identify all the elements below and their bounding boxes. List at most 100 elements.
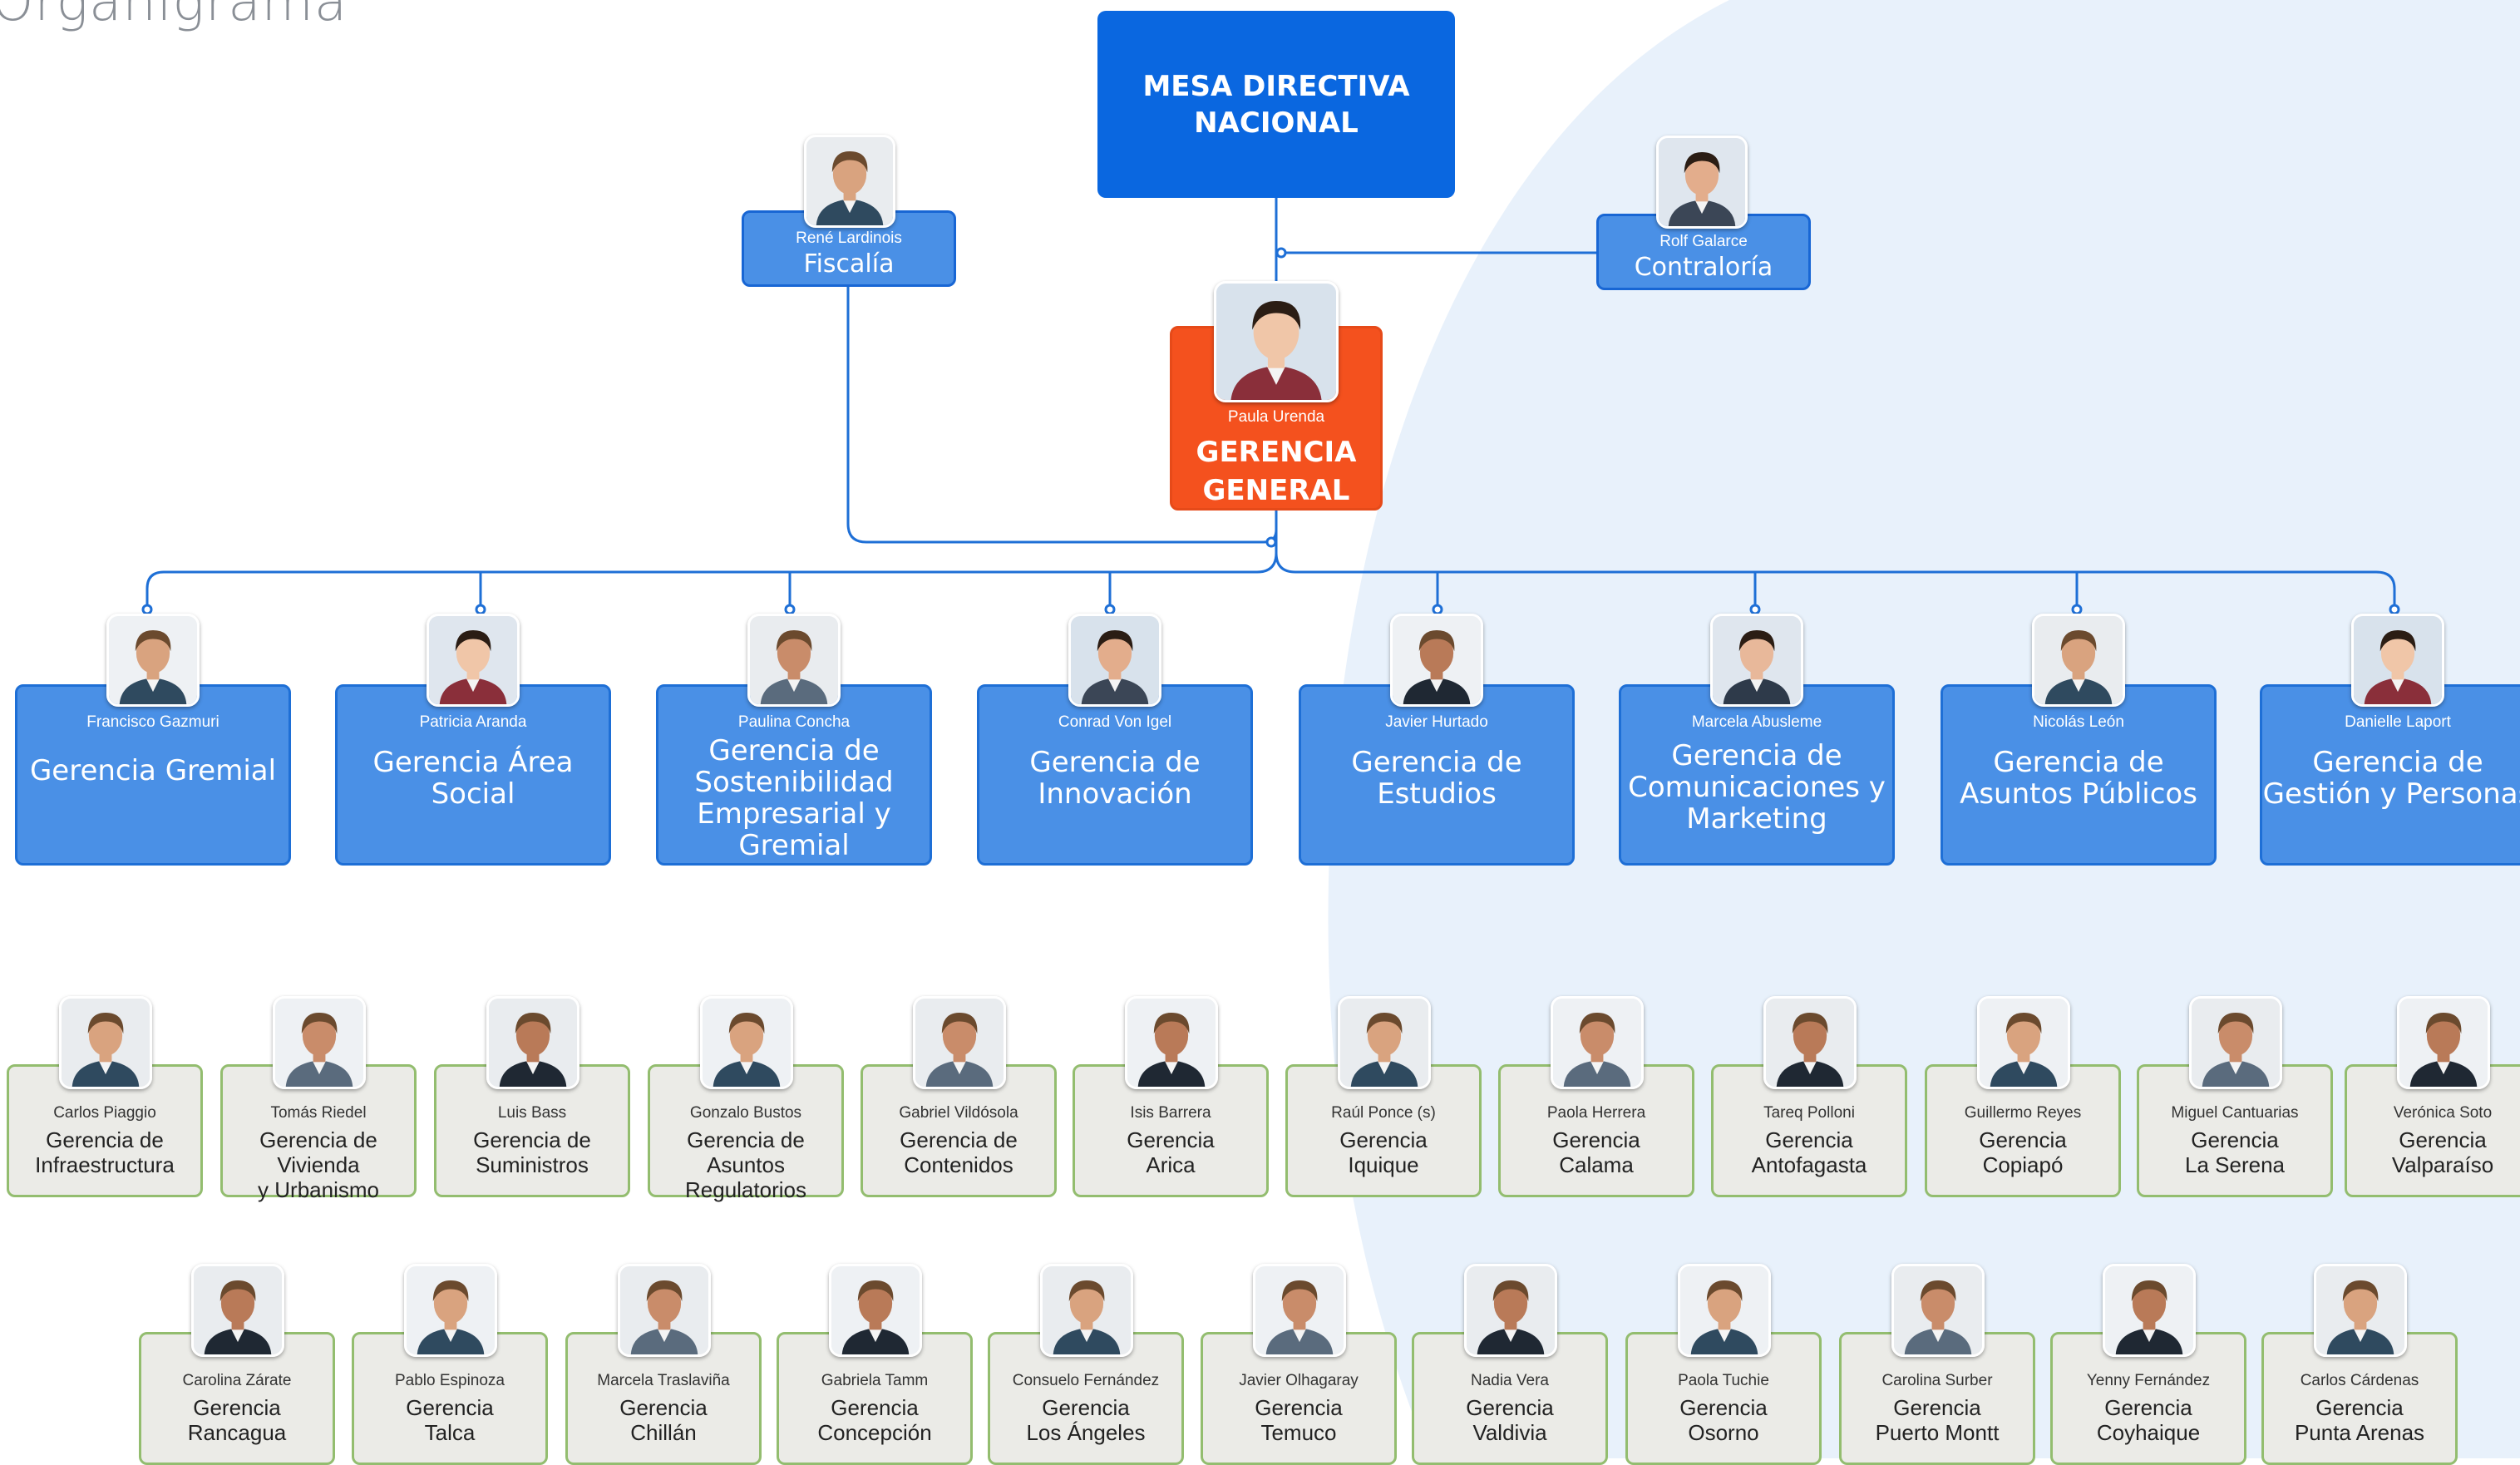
regional-name: Miguel Cantuarias: [2171, 1104, 2299, 1122]
regional-avatar: [2314, 1264, 2407, 1357]
regional-title: Gerencia de Contenidos: [900, 1127, 1018, 1177]
regional-name: Pablo Espinoza: [394, 1372, 505, 1389]
regional-avatar: [1551, 996, 1644, 1089]
regional-avatar: [404, 1264, 497, 1357]
regional-title: Gerencia de Vivienda y Urbanismo: [258, 1127, 379, 1202]
regional-name: Consuelo Fernández: [1012, 1372, 1160, 1389]
fiscalia-avatar: [804, 135, 895, 228]
manager-title: Gerencia de Estudios: [1351, 746, 1522, 811]
manager-title: Gerencia de Innovación: [1029, 746, 1201, 811]
manager-name: Paulina Concha: [737, 713, 851, 731]
regional-name: Carlos Cárdenas: [2300, 1372, 2419, 1389]
regional-title: Gerencia Calama: [1552, 1127, 1640, 1177]
regional-avatar: [1040, 1264, 1133, 1357]
regional-title: Gerencia Rancagua: [187, 1395, 287, 1445]
regional-name: Luis Bass: [497, 1104, 567, 1122]
regional-avatar: [618, 1264, 711, 1357]
regional-name: Gabriel Vildósola: [899, 1104, 1018, 1122]
manager-name: Francisco Gazmuri: [86, 713, 219, 731]
regional-avatar: [2189, 996, 2282, 1089]
regional-name: Verónica Soto: [2393, 1104, 2493, 1122]
page-title: Organigrama: [0, 0, 348, 33]
regional-avatar: [1763, 996, 1857, 1089]
regional-name: Marcela Traslaviña: [597, 1372, 730, 1389]
regional-name: Isis Barrera: [1130, 1104, 1211, 1122]
regional-avatar: [1338, 996, 1431, 1089]
mesa-directiva-title: MESA DIRECTIVA NACIONAL: [1142, 69, 1410, 140]
regional-name: Yenny Fernández: [2086, 1372, 2211, 1389]
regional-avatar: [1253, 1264, 1346, 1357]
regional-name: Tareq Polloni: [1763, 1104, 1855, 1122]
regional-avatar: [486, 996, 579, 1089]
regional-name: Paola Tuchie: [1678, 1372, 1769, 1389]
regional-title: Gerencia Arica: [1127, 1127, 1215, 1177]
manager-avatar: [2032, 614, 2125, 707]
manager-title: Gerencia Área Social: [372, 746, 574, 811]
regional-name: Guillermo Reyes: [1964, 1104, 2082, 1122]
regional-name: Carolina Surber: [1881, 1372, 1993, 1389]
regional-avatar: [1464, 1264, 1557, 1357]
regional-title: Gerencia Copiapó: [1979, 1127, 2067, 1177]
regional-name: Carolina Zárate: [182, 1372, 292, 1389]
gerencia-general-title: GERENCIA GENERAL: [1196, 436, 1357, 507]
regional-avatar: [1977, 996, 2070, 1089]
regional-avatar: [59, 996, 152, 1089]
regional-title: Gerencia La Serena: [2185, 1127, 2285, 1177]
regional-name: Gonzalo Bustos: [689, 1104, 802, 1122]
regional-name: Raúl Ponce (s): [1331, 1104, 1436, 1122]
regional-title: Gerencia Coyhaique: [2096, 1395, 2201, 1445]
gerencia-general-name: Paula Urenda: [1227, 408, 1325, 426]
manager-title: Gerencia de Comunicaciones y Marketing: [1628, 739, 1886, 836]
regional-title: Gerencia Antofagasta: [1751, 1127, 1867, 1177]
manager-avatar: [1710, 614, 1803, 707]
regional-avatar: [191, 1264, 284, 1357]
manager-avatar: [1390, 614, 1483, 707]
contraloria-avatar: [1656, 136, 1748, 229]
regional-title: Gerencia Temuco: [1255, 1395, 1343, 1445]
manager-title: Gerencia de Sostenibilidad Empresarial y…: [694, 734, 894, 862]
regional-title: Gerencia Valdivia: [1466, 1395, 1554, 1445]
fiscalia-name: René Lardinois: [796, 229, 902, 247]
regional-name: Tomás Riedel: [270, 1104, 367, 1122]
manager-name: Conrad Von Igel: [1058, 713, 1172, 731]
regional-avatar: [1678, 1264, 1771, 1357]
manager-name: Marcela Abusleme: [1691, 713, 1822, 731]
regional-title: Gerencia de Infraestructura: [35, 1127, 175, 1177]
manager-name: Patricia Aranda: [419, 713, 527, 731]
manager-name: Javier Hurtado: [1385, 713, 1488, 731]
regional-name: Javier Olhagaray: [1239, 1372, 1359, 1389]
manager-name: Danielle Laport: [2345, 713, 2451, 731]
regional-title: Gerencia de Asuntos Regulatorios: [685, 1127, 806, 1202]
mesa-directiva-box[interactable]: MESA DIRECTIVA NACIONAL: [1097, 11, 1455, 198]
regional-avatar: [913, 996, 1006, 1089]
regional-title: Gerencia Los Ángeles: [1026, 1395, 1146, 1445]
regional-name: Carlos Piaggio: [53, 1104, 156, 1122]
regional-avatar: [2397, 996, 2490, 1089]
regional-title: Gerencia de Suministros: [473, 1127, 591, 1177]
regional-name: Paola Herrera: [1546, 1104, 1646, 1122]
manager-avatar: [747, 614, 841, 707]
regional-title: Gerencia Osorno: [1679, 1395, 1768, 1445]
gerencia-general-avatar: [1214, 281, 1339, 402]
manager-title: Gerencia de Gestión y Personas: [2262, 746, 2520, 811]
regional-title: Gerencia Punta Arenas: [2294, 1395, 2425, 1445]
regional-title: Gerencia Valparaíso: [2391, 1127, 2494, 1177]
manager-title: Gerencia Gremial: [29, 754, 277, 787]
regional-avatar: [1891, 1264, 1985, 1357]
manager-avatar: [2351, 614, 2444, 707]
regional-title: Gerencia Concepción: [817, 1395, 932, 1445]
regional-avatar: [273, 996, 366, 1089]
contraloria-name: Rolf Galarce: [1659, 233, 1748, 250]
